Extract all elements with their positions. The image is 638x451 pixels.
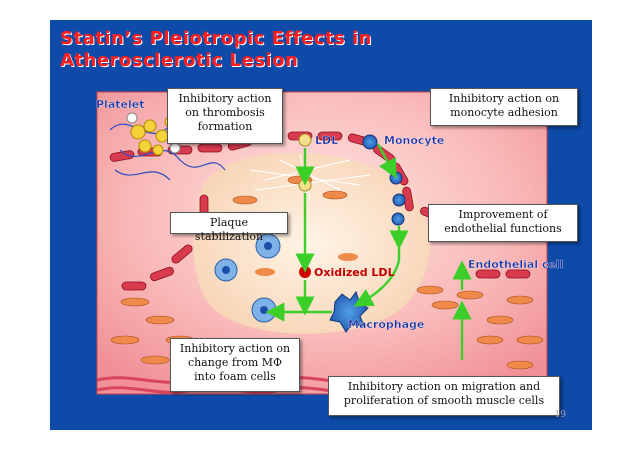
ldl-particle	[298, 133, 312, 147]
slide: Statin’s Pleiotropic Effects in Atherosc…	[50, 20, 592, 430]
oxidized-ldl-label: Oxidized LDL	[314, 266, 395, 279]
callout-foam-cells: Inhibitory action on change from MΦ into…	[170, 338, 300, 392]
slide-title: Statin’s Pleiotropic Effects in Atherosc…	[60, 28, 372, 71]
ldl-particle-entering	[298, 178, 312, 192]
platelet-label: Platelet	[96, 98, 145, 111]
ldl-label: LDL	[315, 134, 339, 147]
oxidized-ldl-particle	[299, 266, 311, 278]
foam-cells	[214, 233, 358, 323]
callout-plaque-stabilization: Plaque stabilization	[170, 212, 288, 243]
page-number: 19	[554, 410, 566, 420]
callout-thrombosis: Inhibitory action on thrombosis formatio…	[167, 88, 283, 144]
macrophage-label: Macrophage	[348, 318, 425, 331]
callout-smooth-muscle: Inhibitory action on migration and proli…	[328, 376, 560, 416]
callout-endothelial-functions: Improvement of endothelial functions	[428, 204, 578, 242]
pathway-arrows	[265, 143, 472, 360]
monocyte-label: Monocyte	[384, 134, 445, 147]
callout-monocyte-adhesion: Inhibitory action on monocyte adhesion	[430, 88, 578, 126]
endothelial-cell-label: Endothelial cell	[468, 258, 564, 271]
